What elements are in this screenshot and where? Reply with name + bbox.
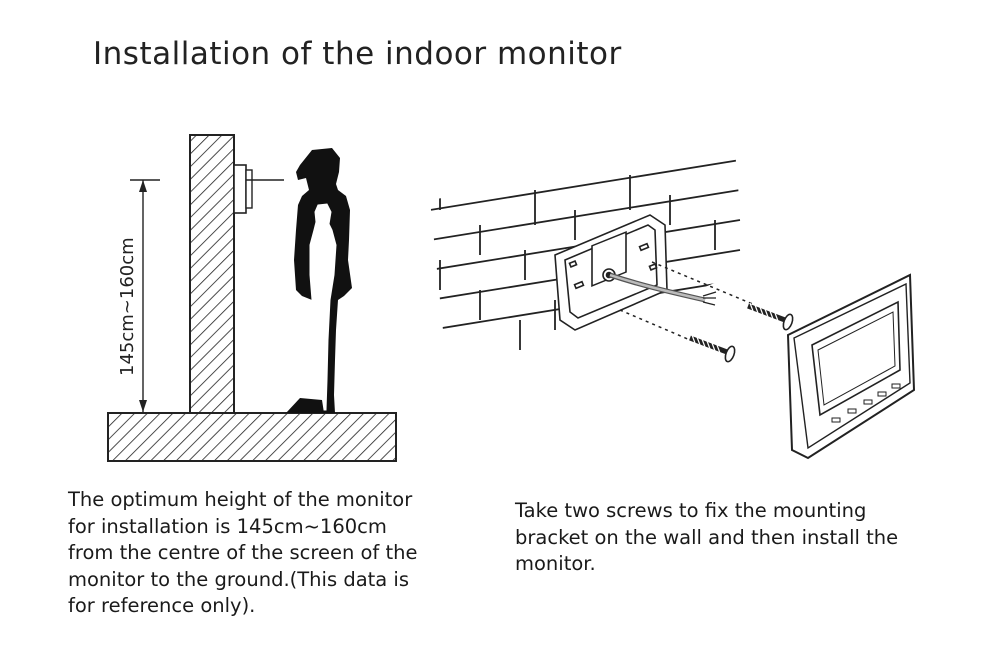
mounting-diagram: [430, 159, 916, 460]
height-diagram: 145cm~160cm: [107, 134, 397, 462]
mounting-instruction-text: Take two screws to fix the mounting brac…: [515, 499, 899, 575]
screw-icon: [689, 334, 736, 363]
wall-section: [189, 134, 235, 414]
wall-monitor-icon: [233, 164, 284, 214]
height-dimension: 145cm~160cm: [117, 179, 160, 412]
page-title: Installation of the indoor monitor: [93, 36, 622, 72]
height-label: 145cm~160cm: [117, 237, 138, 376]
child-silhouette-icon: [309, 203, 337, 411]
height-instruction-text: The optimum height of the monitor for in…: [68, 488, 418, 617]
screw-guide-lines: [619, 261, 756, 341]
screw-icon: [747, 302, 794, 331]
mounting-bracket: [554, 214, 668, 331]
indoor-monitor-icon: [786, 273, 916, 460]
floor-section: [107, 412, 397, 462]
wire-cable: [609, 272, 717, 306]
